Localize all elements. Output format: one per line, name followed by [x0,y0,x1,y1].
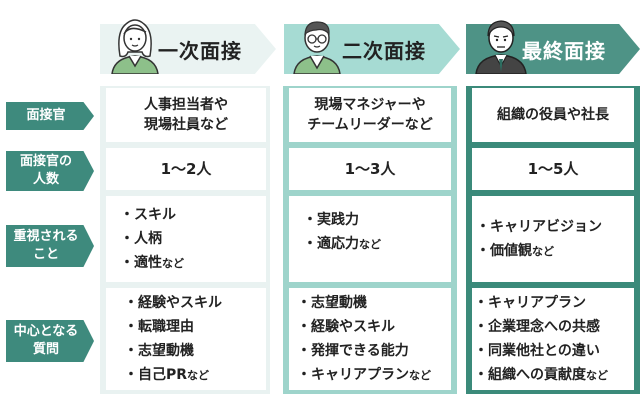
cell-interviewer: 人事担当者や 現場社員など [106,88,266,142]
row-label-text: 質問 [32,342,59,357]
list-item: 転職理由 [124,315,222,339]
cell-text: 人事担当者や [144,97,228,113]
item-text: 実践力 [317,212,359,228]
list-item: 人柄 [120,227,184,251]
row-label-text: 人数 [32,172,59,187]
cell-interviewer: 組織の役員や社長 [472,88,634,142]
row-label-interviewer: 面接官 [6,102,94,130]
item-text: 転職理由 [138,318,194,335]
item-text: 志望動機 [311,294,367,311]
list-item: キャリアプラン [474,291,608,315]
list-item: キャリアプランなど [297,363,431,388]
item-text: 同業他社との違い [488,342,600,359]
cell-interviewer: 現場マネジャーや チームリーダーなど [289,88,451,142]
cell-count: 1〜2人 [106,148,266,190]
cell-count: 1〜3人 [289,148,451,190]
header-title: 最終面接 [522,38,606,63]
item-suffix: など [409,368,431,382]
cell-focus: スキル 人柄 適性など [106,196,266,282]
cell-text: 1〜5人 [527,160,579,178]
item-text: キャリアプラン [488,294,586,311]
cell-focus: キャリアビジョン 価値観など [472,196,634,282]
item-suffix: など [162,256,184,270]
item-text: 適応力 [317,236,359,252]
cell-questions: 経験やスキル 転職理由 志望動機 自己PRなど [106,288,266,390]
item-suffix: など [187,368,210,382]
row-label-main-questions: 中心となる質問 [6,320,94,362]
item-text: 企業理念への共感 [488,318,600,335]
item-text: 経験やスキル [138,294,222,311]
row-label-text: 面接官 [26,108,66,123]
item-text: 自己PR [138,366,188,383]
item-text: 価値観 [490,242,532,259]
list-item: スキル [120,203,184,227]
header-title: 二次面接 [342,38,426,63]
item-text: 経験やスキル [311,318,395,335]
list-item: 志望動機 [297,291,431,315]
list-item: 経験やスキル [124,291,222,315]
item-text: 適性 [134,254,162,271]
man-glasses-avatar-icon [293,21,341,74]
item-suffix: など [532,244,554,258]
item-text: 発揮できる能力 [311,342,409,359]
list-item: 経験やスキル [297,315,431,339]
item-text: スキル [134,206,176,223]
row-label-interviewer-count: 面接官の人数 [6,151,94,191]
executive-avatar-icon [475,20,527,74]
item-suffix: など [586,368,608,382]
row-label-text: 重視される [13,229,79,244]
row-label-text: 中心となる [13,324,79,339]
woman-avatar-icon [111,19,159,74]
cell-text: 1〜3人 [344,160,396,178]
cell-focus: 実践力 適応力など [289,196,451,282]
list-item: 実践力 [303,208,381,232]
item-text: 志望動機 [138,342,194,359]
item-text: 組織への貢献度 [488,366,586,383]
cell-text: 現場社員など [144,117,228,133]
header-title: 一次面接 [158,38,242,63]
list-item: 価値観など [476,239,602,264]
item-text: 人柄 [134,230,162,247]
cell-text: 現場マネジャーや [314,97,426,113]
list-item: 適性など [120,251,184,276]
cell-text: 組織の役員や社長 [497,107,609,123]
cell-text: 1〜2人 [160,160,212,178]
list-item: 発揮できる能力 [297,339,431,363]
list-item: キャリアビジョン [476,215,602,239]
list-item: 自己PRなど [124,363,222,388]
cell-text: チームリーダーなど [307,117,433,133]
cell-count: 1〜5人 [472,148,634,190]
item-text: キャリアビジョン [490,218,602,235]
cell-questions: キャリアプラン 企業理念への共感 同業他社との違い 組織への貢献度など [472,288,634,390]
list-item: 組織への貢献度など [474,363,608,388]
row-label-focus: 重視されること [6,225,94,267]
item-text: キャリアプラン [311,366,409,383]
row-label-text: こと [32,247,59,262]
item-suffix: など [359,238,381,251]
cell-questions: 志望動機 経験やスキル 発揮できる能力 キャリアプランなど [289,288,451,390]
list-item: 企業理念への共感 [474,315,608,339]
row-label-text: 面接官の [19,154,72,169]
list-item: 同業他社との違い [474,339,608,363]
list-item: 適応力など [303,232,381,257]
list-item: 志望動機 [124,339,222,363]
